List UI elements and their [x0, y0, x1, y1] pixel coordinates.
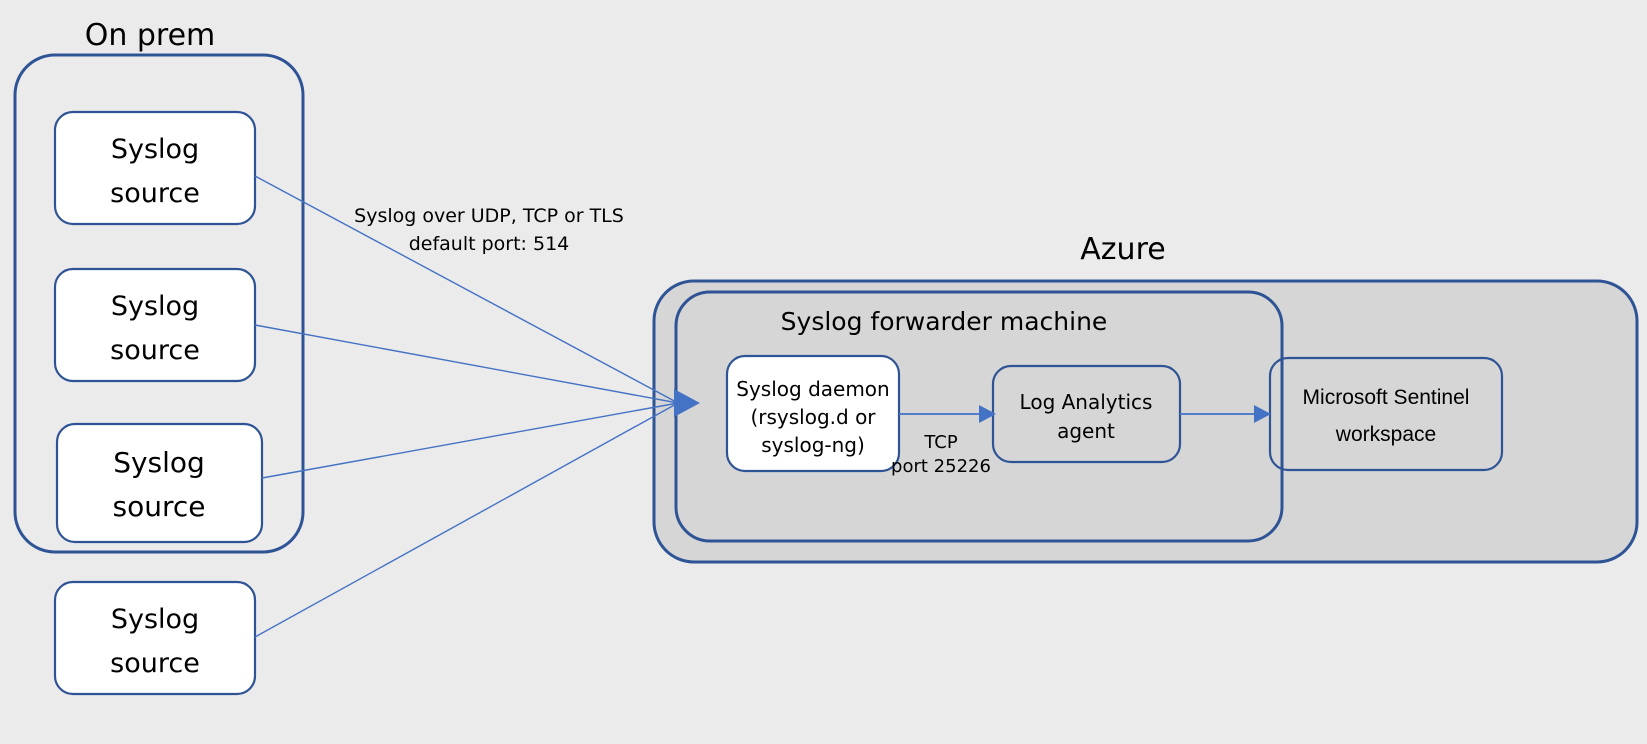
syslog-daemon-line3: syslog-ng) [761, 433, 865, 457]
syslog-source-2-line1: Syslog [111, 291, 199, 322]
onprem-group-boundary [13, 53, 305, 554]
connector-agent-to-workspace-arrowhead [1254, 405, 1271, 423]
syslog-source-4-line2: source [110, 648, 200, 679]
onprem-group-title: On prem [85, 18, 216, 53]
syslog-forwarder-machine-title: Syslog forwarder machine [781, 307, 1108, 336]
connector-syslog-ingest-lines [254, 175, 679, 638]
connector-daemon-to-agent-label-line1: TCP [923, 432, 958, 453]
microsoft-sentinel-workspace-line1: Microsoft Sentinel [1303, 386, 1470, 409]
connector-daemon-to-agent-label-line2: port 25226 [891, 456, 991, 477]
connector-syslog-ingest-label-line2: default port: 514 [409, 233, 570, 255]
connector-syslog-ingest-label-line1: Syslog over UDP, TCP or TLS [354, 205, 624, 227]
connector-syslog-ingest-arrowhead [674, 389, 700, 417]
syslog-source-1-line1: Syslog [111, 134, 199, 165]
log-analytics-agent-line1: Log Analytics [1020, 390, 1153, 414]
syslog-source-4-line1: Syslog [111, 604, 199, 635]
log-analytics-agent-line2: agent [1057, 419, 1115, 443]
azure-group-title: Azure [1080, 232, 1165, 267]
syslog-source-1-line2: source [110, 178, 200, 209]
syslog-source-3-line1: Syslog [113, 446, 205, 479]
syslog-daemon-line1: Syslog daemon [736, 377, 889, 401]
syslog-source-3-line2: source [113, 490, 206, 523]
connector-daemon-to-agent-arrowhead [979, 405, 996, 423]
syslog-source-box-3[interactable] [55, 422, 264, 544]
syslog-source-box-1[interactable] [53, 110, 257, 226]
microsoft-sentinel-workspace-line2: workspace [1335, 423, 1436, 446]
syslog-source-2-line2: source [110, 335, 200, 366]
syslog-source-box-4[interactable] [53, 580, 257, 696]
syslog-daemon-line2: (rsyslog.d or [750, 405, 876, 429]
